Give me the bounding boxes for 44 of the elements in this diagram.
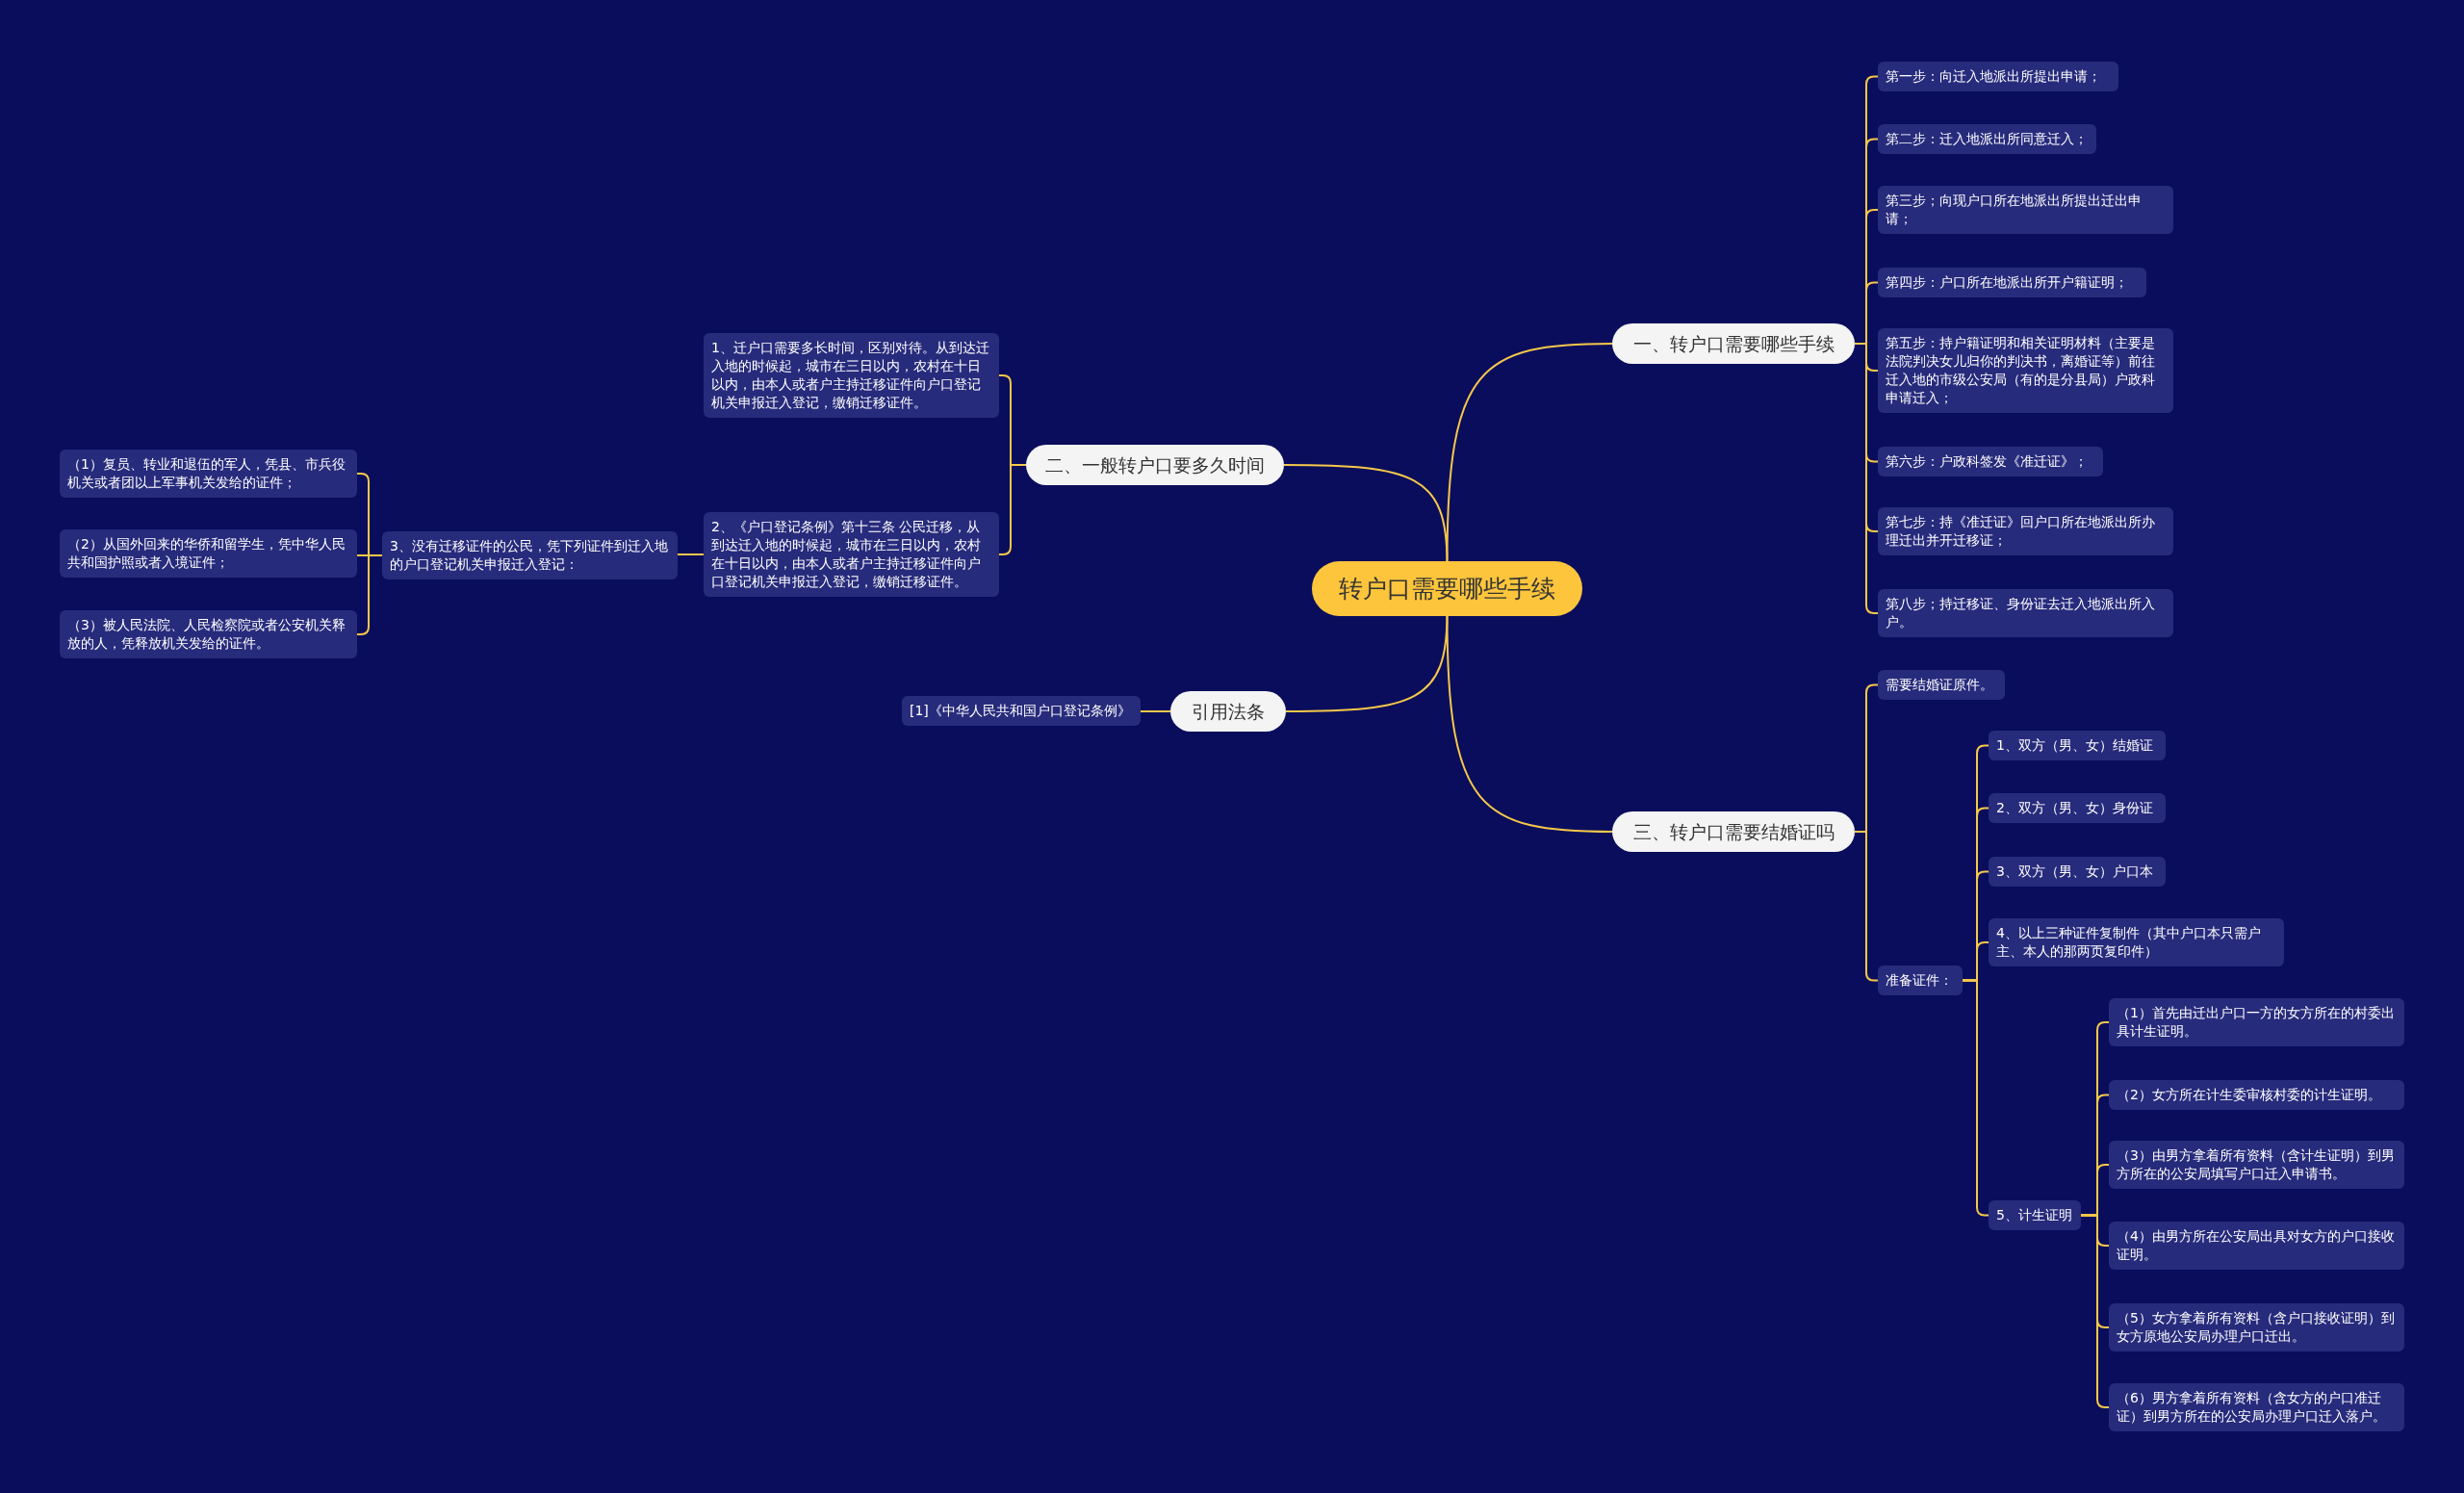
text-box: 第三步；向现户口所在地派出所提出迁出申请； <box>1878 186 2173 234</box>
text-box: 第六步：户政科签发《准迁证》； <box>1878 447 2103 476</box>
text-box: （3）被人民法院、人民检察院或者公安机关释放的人，凭释放机关发给的证件。 <box>60 610 357 658</box>
text-box: （2）女方所在计生委审核村委的计生证明。 <box>2109 1080 2404 1110</box>
text-box: 需要结婚证原件。 <box>1878 670 2005 700</box>
text-box: 1、双方（男、女）结婚证 <box>1989 731 2166 760</box>
topic-pill: 三、转户口需要结婚证吗 <box>1612 811 1855 852</box>
text-box: 第二步：迁入地派出所同意迁入； <box>1878 124 2096 154</box>
text-box: 2、双方（男、女）身份证 <box>1989 793 2166 823</box>
text-box: 2、《户口登记条例》第十三条 公民迁移，从到达迁入地的时候起，城市在三日以内，农村在十日以内，由本人或者户主持迁移证件向户口登记机关申报迁入登记，缴销迁移证件。 <box>704 512 999 597</box>
text-box: （2）从国外回来的华侨和留学生，凭中华人民共和国护照或者入境证件； <box>60 529 357 578</box>
text-box: [1]《中华人民共和国户口登记条例》 <box>902 696 1141 726</box>
text-box: 第四步：户口所在地派出所开户籍证明； <box>1878 268 2146 297</box>
text-box: 第七步：持《准迁证》回户口所在地派出所办理迁出并开迁移证； <box>1878 507 2173 555</box>
topic-pill: 引用法条 <box>1170 691 1286 732</box>
connector-line <box>998 464 1027 555</box>
text-box: 4、以上三种证件复制件（其中户口本只需户主、本人的那两页复印件） <box>1989 918 2284 966</box>
connector-line <box>1140 710 1171 712</box>
text-box: 5、计生证明 <box>1989 1200 2081 1230</box>
connector-line <box>1854 343 1879 614</box>
text-box: （1）复员、转业和退伍的军人，凭县、市兵役机关或者团以上军事机关发给的证件； <box>60 450 357 498</box>
topic-pill: 二、一般转户口要多久时间 <box>1026 445 1284 485</box>
text-box: 3、没有迁移证件的公民，凭下列证件到迁入地的户口登记机关申报迁入登记： <box>382 531 678 579</box>
connector-line <box>356 554 383 635</box>
connector-line <box>1962 979 1989 1217</box>
connector-line <box>1446 613 1613 833</box>
text-box: 3、双方（男、女）户口本 <box>1989 857 2166 887</box>
topic-pill: 一、转户口需要哪些手续 <box>1612 323 1855 364</box>
text-box: 1、迁户口需要多长时间，区别对待。从到达迁入地的时候起，城市在三日以内，农村在十日以内，由本人或者户主持迁移证件向户口登记机关申报迁入登记，缴销迁移证件。 <box>704 333 999 418</box>
text-box: （6）男方拿着所有资料（含女方的户口准迁证）到男方所在的公安局办理户口迁入落户。 <box>2109 1383 2404 1431</box>
text-box: 第八步；持迁移证、身份证去迁入地派出所入户。 <box>1878 589 2173 637</box>
central-topic-pill: 转户口需要哪些手续 <box>1312 561 1582 616</box>
connector-line <box>677 553 705 555</box>
text-box: 第一步：向迁入地派出所提出申请； <box>1878 62 2118 91</box>
text-box: （3）由男方拿着所有资料（含计生证明）到男方所在的公安局填写户口迁入申请书。 <box>2109 1141 2404 1189</box>
text-box: （1）首先由迁出户口一方的女方所在的村委出具计生证明。 <box>2109 998 2404 1046</box>
connector-line <box>1285 613 1449 712</box>
connector-line <box>1446 343 1613 564</box>
text-box: （4）由男方所在公安局出具对女方的户口接收证明。 <box>2109 1222 2404 1270</box>
text-box: 准备证件： <box>1878 965 1963 995</box>
text-box: 第五步：持户籍证明和相关证明材料（主要是法院判决女儿归你的判决书，离婚证等）前往迁入地的市级公安局（有的是分县局）户政科申请迁入； <box>1878 328 2173 413</box>
text-box: （5）女方拿着所有资料（含户口接收证明）到女方原地公安局办理户口迁出。 <box>2109 1303 2404 1351</box>
connector-line <box>1854 831 1879 982</box>
connector-line <box>1283 464 1449 564</box>
